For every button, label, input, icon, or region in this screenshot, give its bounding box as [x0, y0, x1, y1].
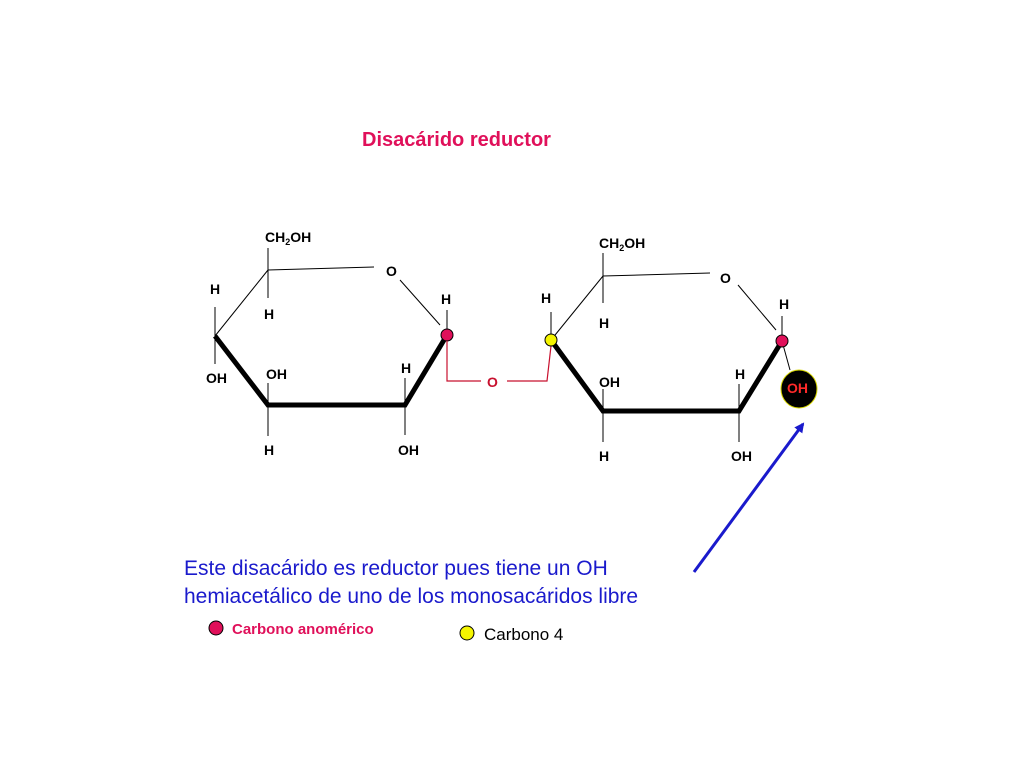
ring1-c3-h: H: [264, 442, 274, 458]
legend-carbon4-label: Carbono 4: [484, 625, 563, 644]
ring-2: CH2OH O H H H OH H H OH OH: [541, 235, 818, 464]
page-title: Disacárido reductor: [362, 129, 551, 151]
description-line-2: hemiacetálico de uno de los monosacárido…: [184, 585, 638, 608]
ring2-c1-h: H: [779, 296, 789, 312]
legend-carbon4-dot: [459, 625, 475, 641]
ring-1: CH2OH O H H H OH OH H H OH: [206, 229, 454, 458]
glycosidic-bond-right: [507, 345, 552, 382]
ring1-ring-oxygen: O: [386, 263, 397, 279]
free-oh-highlight: [780, 369, 818, 409]
ring2-c3-oh: OH: [599, 374, 620, 390]
ring2-c3-h: H: [599, 448, 609, 464]
ring1-anomeric-carbon-dot: [440, 328, 454, 342]
ring2-free-oh: OH: [787, 380, 808, 396]
ring1-c3-oh: OH: [266, 366, 287, 382]
ring2-bond-c5-o: [602, 272, 711, 277]
ring2-c5-h: H: [599, 315, 609, 331]
ring1-bond-c4-c5: [214, 269, 269, 337]
ring2-bold-bonds: [548, 338, 785, 414]
ring2-c2-oh: OH: [731, 448, 752, 464]
ring2-carbon4-dot: [544, 333, 558, 347]
ring1-ch2oh-label: CH2OH: [265, 229, 311, 247]
ring1-c4-h: H: [210, 281, 220, 297]
glycosidic-oxygen: O: [487, 374, 498, 390]
pointer-arrow: [692, 422, 805, 573]
ring2-c4-h: H: [541, 290, 551, 306]
ring1-bond-o-c1: [399, 279, 441, 326]
glycosidic-bond-left: [446, 341, 481, 382]
ring1-c2-oh: OH: [398, 442, 419, 458]
legend-anomeric-dot: [208, 620, 224, 636]
ring2-c2-h: H: [735, 366, 745, 382]
description-line-1: Este disacárido es reductor pues tiene u…: [184, 557, 608, 580]
ring2-bond-c4-c5: [550, 275, 604, 341]
ring1-c1-h: H: [441, 291, 451, 307]
ring1-bond-c5-o: [267, 266, 375, 271]
ring1-c4-oh: OH: [206, 370, 227, 386]
legend: Carbono anomérico Carbono 4: [208, 620, 563, 644]
ring2-anomeric-carbon-dot: [775, 334, 789, 348]
glycosidic-bond: O: [446, 341, 552, 390]
ring2-bond-o-c1: [737, 284, 777, 331]
ring1-bold-bonds: [213, 333, 450, 408]
legend-anomeric-label: Carbono anomérico: [232, 621, 374, 638]
ring2-ring-oxygen: O: [720, 270, 731, 286]
ring1-c2-h: H: [401, 360, 411, 376]
ring2-ch2oh-label: CH2OH: [599, 235, 645, 253]
ring1-c5-h: H: [264, 306, 274, 322]
